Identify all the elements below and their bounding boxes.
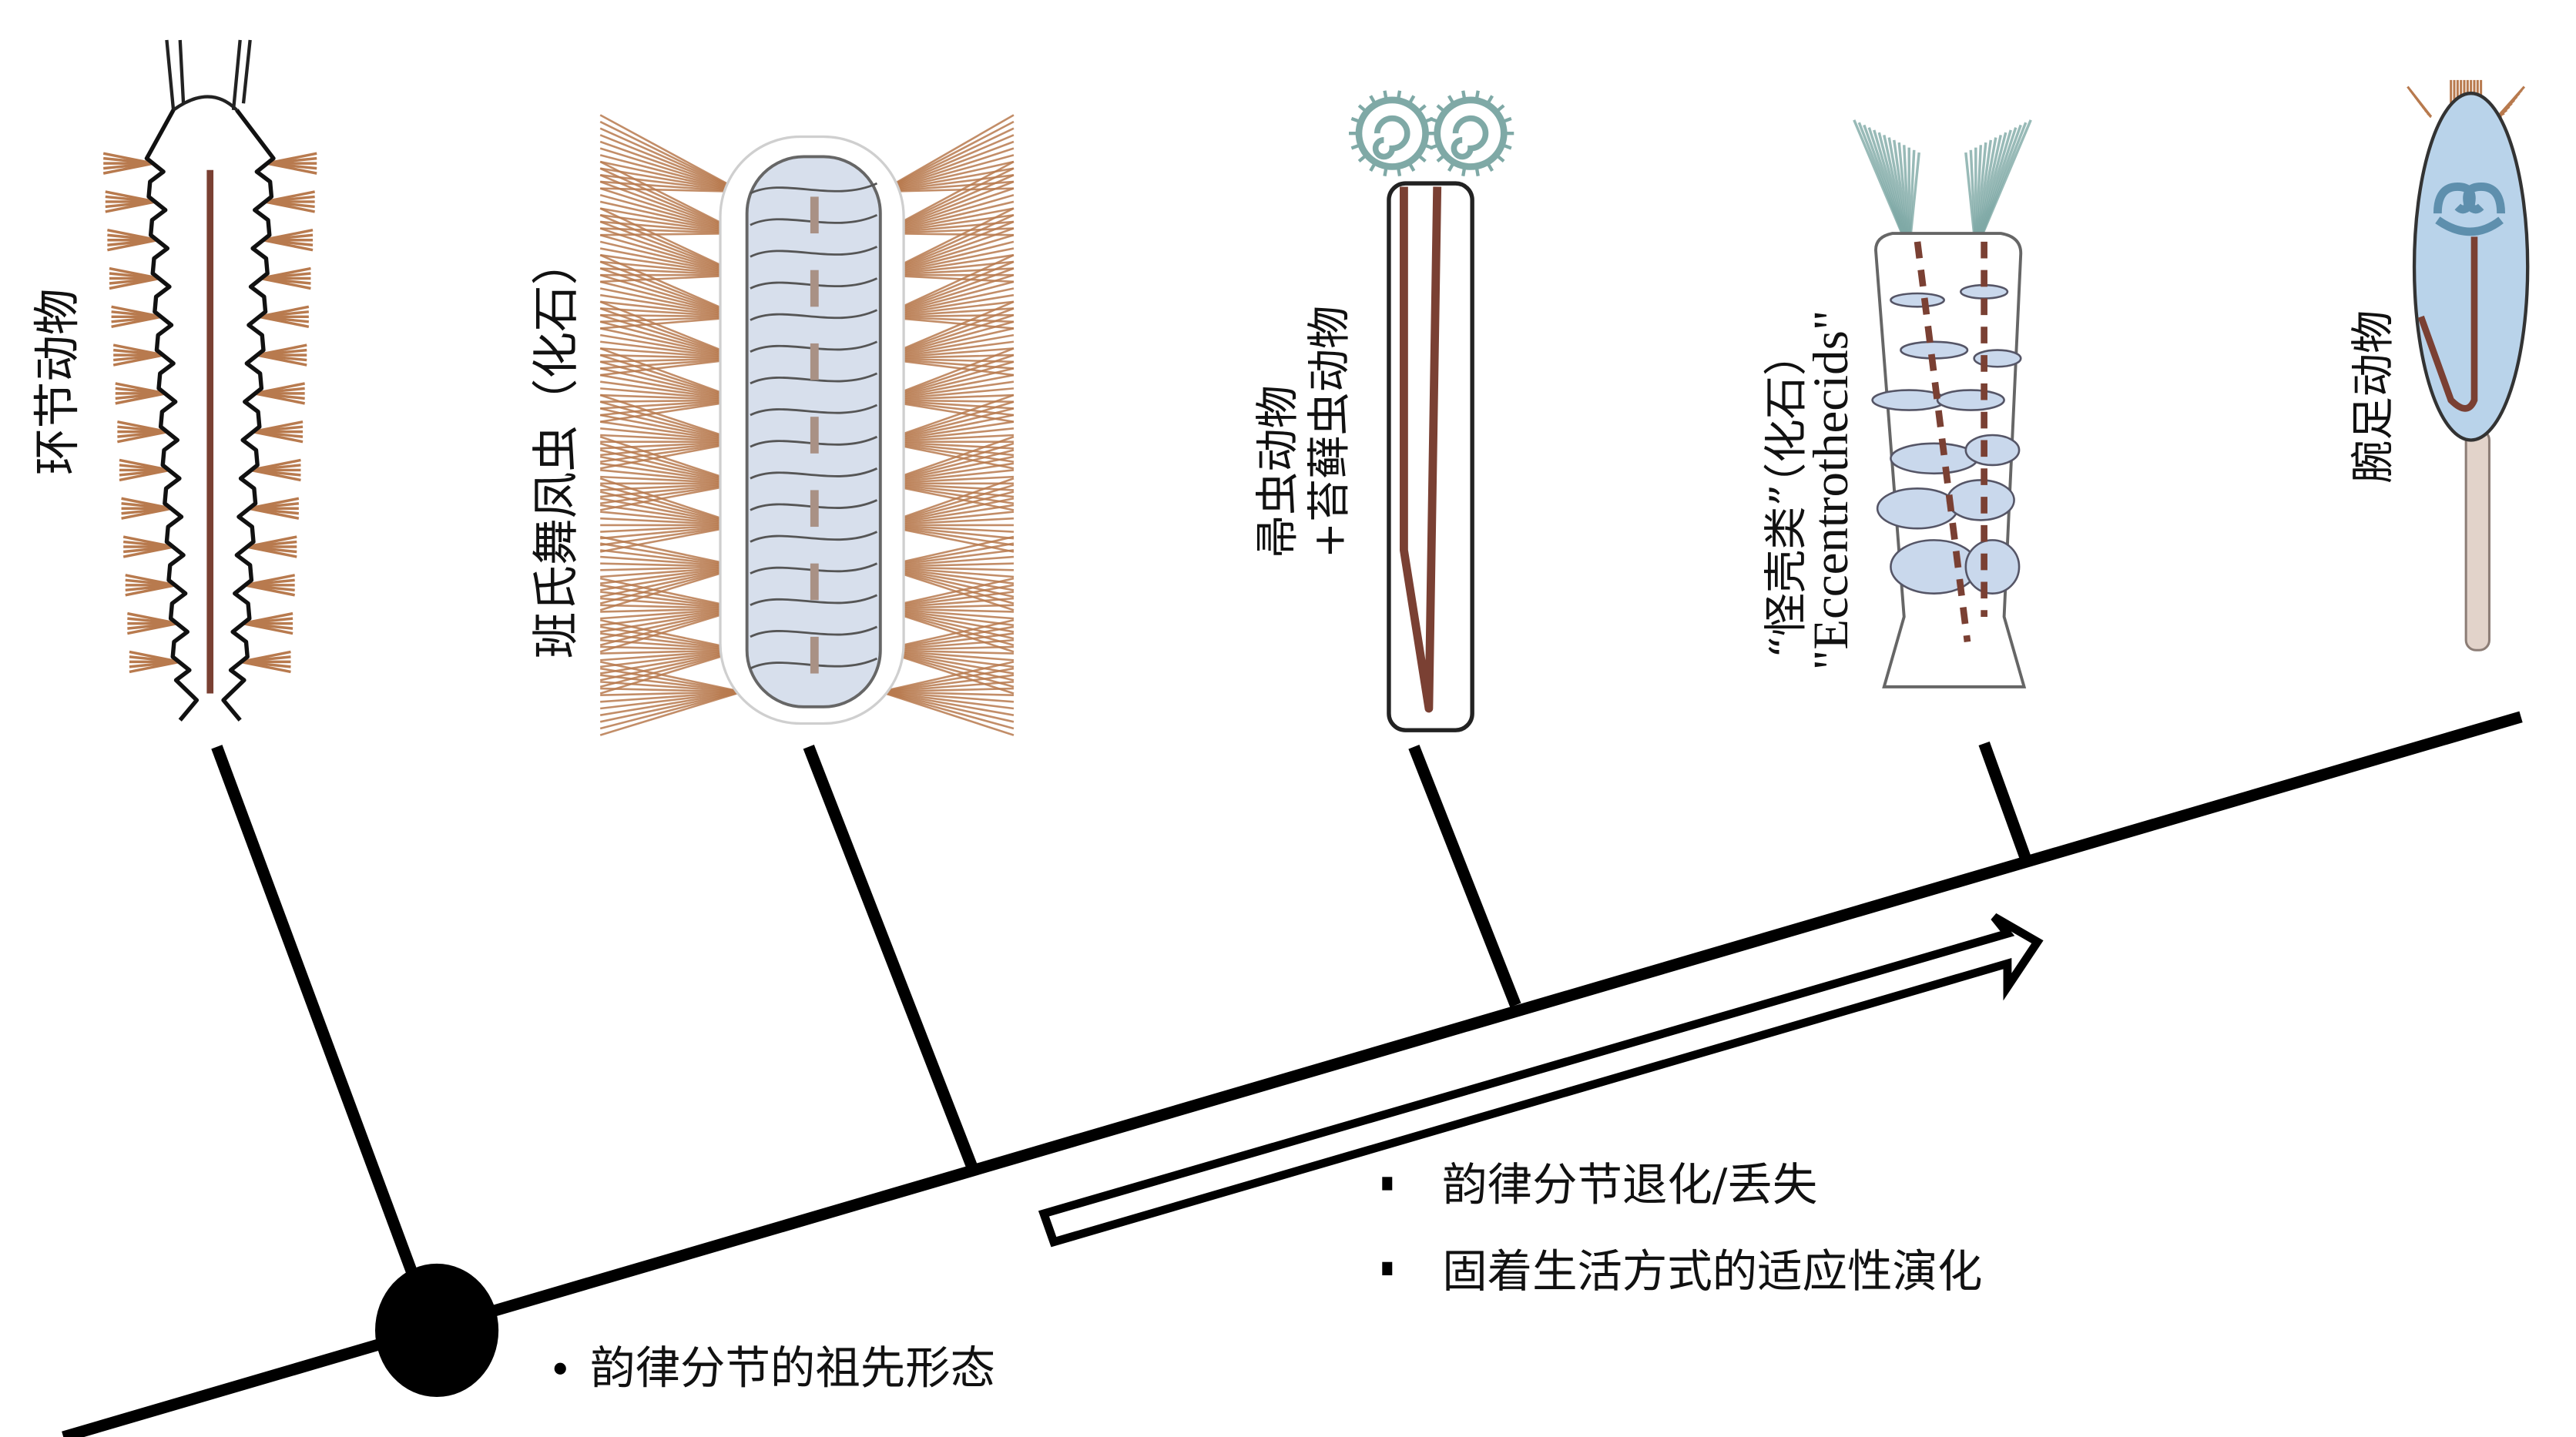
taxon-fossil-worm: 班氏舞凤虫（化石） <box>529 114 1015 736</box>
segment-line <box>750 340 878 353</box>
gut-segment <box>810 563 819 601</box>
fossil-worm-icon <box>599 114 1015 736</box>
parapodium-bristles <box>102 152 317 175</box>
shell-plate <box>1964 434 2021 467</box>
segment-line <box>750 531 878 543</box>
parapodium-bristles <box>115 382 305 405</box>
ancestor-bullet-text: 韵律分节的祖先形态 <box>590 1342 995 1395</box>
pedicle-stalk <box>2464 428 2490 652</box>
taxon-eccentrothecids: “怪壳类”（化石） "Eccentrothecids" <box>1762 119 2032 688</box>
segment-line <box>750 435 878 448</box>
parapodium-bristles <box>117 420 304 444</box>
branch-fossil-worm <box>803 745 978 1170</box>
parapodium-bristles <box>105 190 315 213</box>
shell-plate <box>1964 539 2021 595</box>
parapodium-bristles <box>122 535 297 558</box>
trend-bullet-1: 韵律分节退化/丢失 <box>1442 1159 1817 1211</box>
taxon-label-phoronid-line1: 帚虫动物 <box>1253 385 1303 558</box>
body-outline-left <box>144 109 200 722</box>
bristle-fan <box>599 347 1015 423</box>
bullet-dot <box>554 1362 566 1375</box>
parapodium-bristles <box>119 458 301 482</box>
taxon-label-fossil-worm: 班氏舞凤虫（化石） <box>529 239 583 658</box>
segment-line <box>750 657 878 670</box>
lophophore-spiral <box>1349 90 1436 176</box>
trend-annotations: 韵律分节退化/丢失 固着生活方式的适应性演化 <box>1382 1159 1982 1298</box>
parapodium-bristles <box>129 650 291 674</box>
bristle-fan <box>599 114 1015 193</box>
shell-plate <box>1936 389 2005 411</box>
segment-line <box>750 309 878 321</box>
gut-segment <box>810 490 819 528</box>
antenna <box>165 39 252 111</box>
bristle-fan <box>599 661 1015 736</box>
parapodium-bristles <box>125 574 296 597</box>
segment-line <box>750 467 878 480</box>
evolutionary-trend-arrow <box>1038 913 2044 1248</box>
branch-annelida <box>211 745 434 1319</box>
shell-plate <box>1876 487 1959 530</box>
taxon-label-phoronid-line2: +苔藓虫动物 <box>1305 306 1355 559</box>
taxon-annelida: 环节动物 <box>31 39 317 722</box>
gut-segment <box>810 417 819 454</box>
parapodium-bristles <box>127 611 293 635</box>
ancestral-node <box>374 1263 499 1398</box>
bristle-fan <box>599 207 1015 283</box>
trend-bullet-2: 固着生活方式的适应性演化 <box>1442 1245 1982 1298</box>
segment-line <box>750 182 878 195</box>
ancestor-annotation: 韵律分节的祖先形态 <box>554 1342 995 1395</box>
taxon-phoronid-bryozoa: 帚虫动物 +苔藓虫动物 <box>1253 90 1514 732</box>
body-outline-right <box>221 109 276 722</box>
shell-plate <box>1960 283 2009 300</box>
taxon-brachiopoda: 腕足动物 <box>2348 79 2530 652</box>
lophophore <box>2433 183 2506 236</box>
parapodium-bristles <box>111 305 310 328</box>
shell-plate <box>1946 479 2015 521</box>
gut <box>1914 241 1971 642</box>
phylogenetic-tree <box>62 711 2523 1437</box>
segment-line <box>750 213 878 226</box>
phoronid-tube-icon <box>1349 90 1514 732</box>
segment-line <box>750 625 878 638</box>
eccentrothecid-shell-icon <box>1853 119 2032 688</box>
gut-segment <box>810 270 819 307</box>
parapodium-bristles <box>109 266 311 290</box>
head <box>172 95 238 112</box>
segment-line <box>750 372 878 385</box>
segment-line <box>750 404 878 417</box>
gut <box>2417 236 2478 412</box>
branch-eccentrothecids <box>1978 741 2034 866</box>
segment-line <box>750 562 878 574</box>
taxon-label-annelida: 环节动物 <box>31 289 85 475</box>
shell-plate <box>1890 539 1979 595</box>
bullet-dot <box>1382 1177 1393 1191</box>
tentacle-crown <box>1853 119 2032 251</box>
gut-segment <box>810 636 819 674</box>
gut-segment <box>810 343 819 380</box>
shell-plate <box>1890 442 1979 475</box>
bristle-fan <box>599 477 1015 553</box>
segment-line <box>750 277 878 290</box>
annelid-worm-icon <box>102 39 317 722</box>
parapodium-bristles <box>112 343 307 367</box>
gut-segment <box>810 196 819 234</box>
segment-line <box>750 594 878 607</box>
segment-line <box>750 499 878 511</box>
taxon-label-eccentrothecids-latin: "Eccentrothecids" <box>1803 310 1859 671</box>
bullet-dot <box>1382 1261 1393 1276</box>
brachiopod-icon <box>2407 79 2530 652</box>
branch-phoronid-bryozoa <box>1408 745 1521 1008</box>
taxon-label-brachiopoda: 腕足动物 <box>2348 310 2398 484</box>
shell <box>2412 92 2530 442</box>
shell-plate <box>1890 292 1945 308</box>
segment-line <box>750 246 878 258</box>
parapodium-bristles <box>107 229 314 252</box>
taxon-label-eccentrothecids-cn: “怪壳类”（化石） <box>1762 333 1812 658</box>
parapodium-bristles <box>121 497 300 520</box>
lophophore-spiral <box>1427 90 1514 176</box>
